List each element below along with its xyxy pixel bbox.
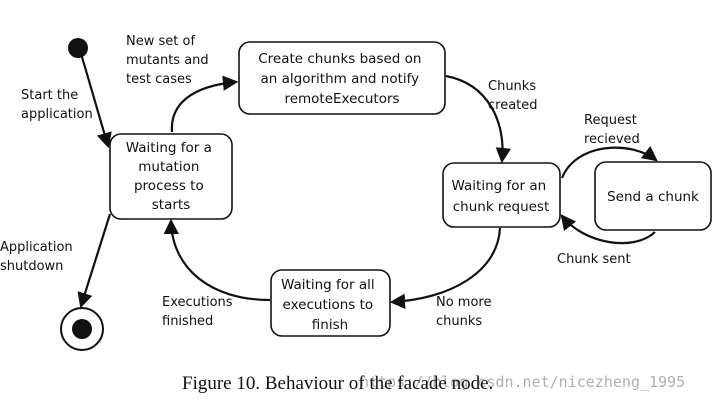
initial-state [68,38,88,58]
label-start-application: Start the application [21,88,93,122]
edge-executions-finished [163,218,271,302]
edge-start-application [78,49,112,149]
node-send-chunk [594,161,712,231]
label-chunks-created: Chunks created [488,79,540,113]
node-waiting-executions [270,269,391,337]
label-new-set: New set of mutants and test cases [126,34,213,87]
edge-new-set [170,75,239,133]
node-create-chunks [238,41,446,115]
final-state-dot [72,319,92,339]
edge-chunk-sent [560,214,656,245]
label-executions-finished: Executions finished [162,295,237,329]
node-waiting-mutation [109,133,233,220]
edge-request-received [560,145,658,179]
node-waiting-mutation-label: Waiting for a mutation process to starts [126,140,216,213]
figure-caption: Figure 10. Behaviour of the facade node. [182,373,493,394]
label-request-received: Request recieved [584,113,641,147]
edge-chunks-created [445,74,511,164]
label-application-shutdown: Application shutdown [0,240,77,274]
node-waiting-executions-label: Waiting for all executions to finish [281,277,379,333]
node-send-chunk-label: Send a chunk [607,189,699,205]
watermark: https://blog.csdn.net/nicezheng_1995 [360,373,685,391]
edge-no-more-chunks [389,227,502,310]
node-waiting-chunk-request [442,162,561,228]
label-chunk-sent: Chunk sent [557,252,631,267]
label-no-more-chunks: No more chunks [436,295,496,329]
node-waiting-chunk-request-label: Waiting for an chunk request [452,178,551,215]
edge-application-shutdown [77,213,112,309]
node-create-chunks-label: Create chunks based on an algorithm and … [258,51,426,107]
